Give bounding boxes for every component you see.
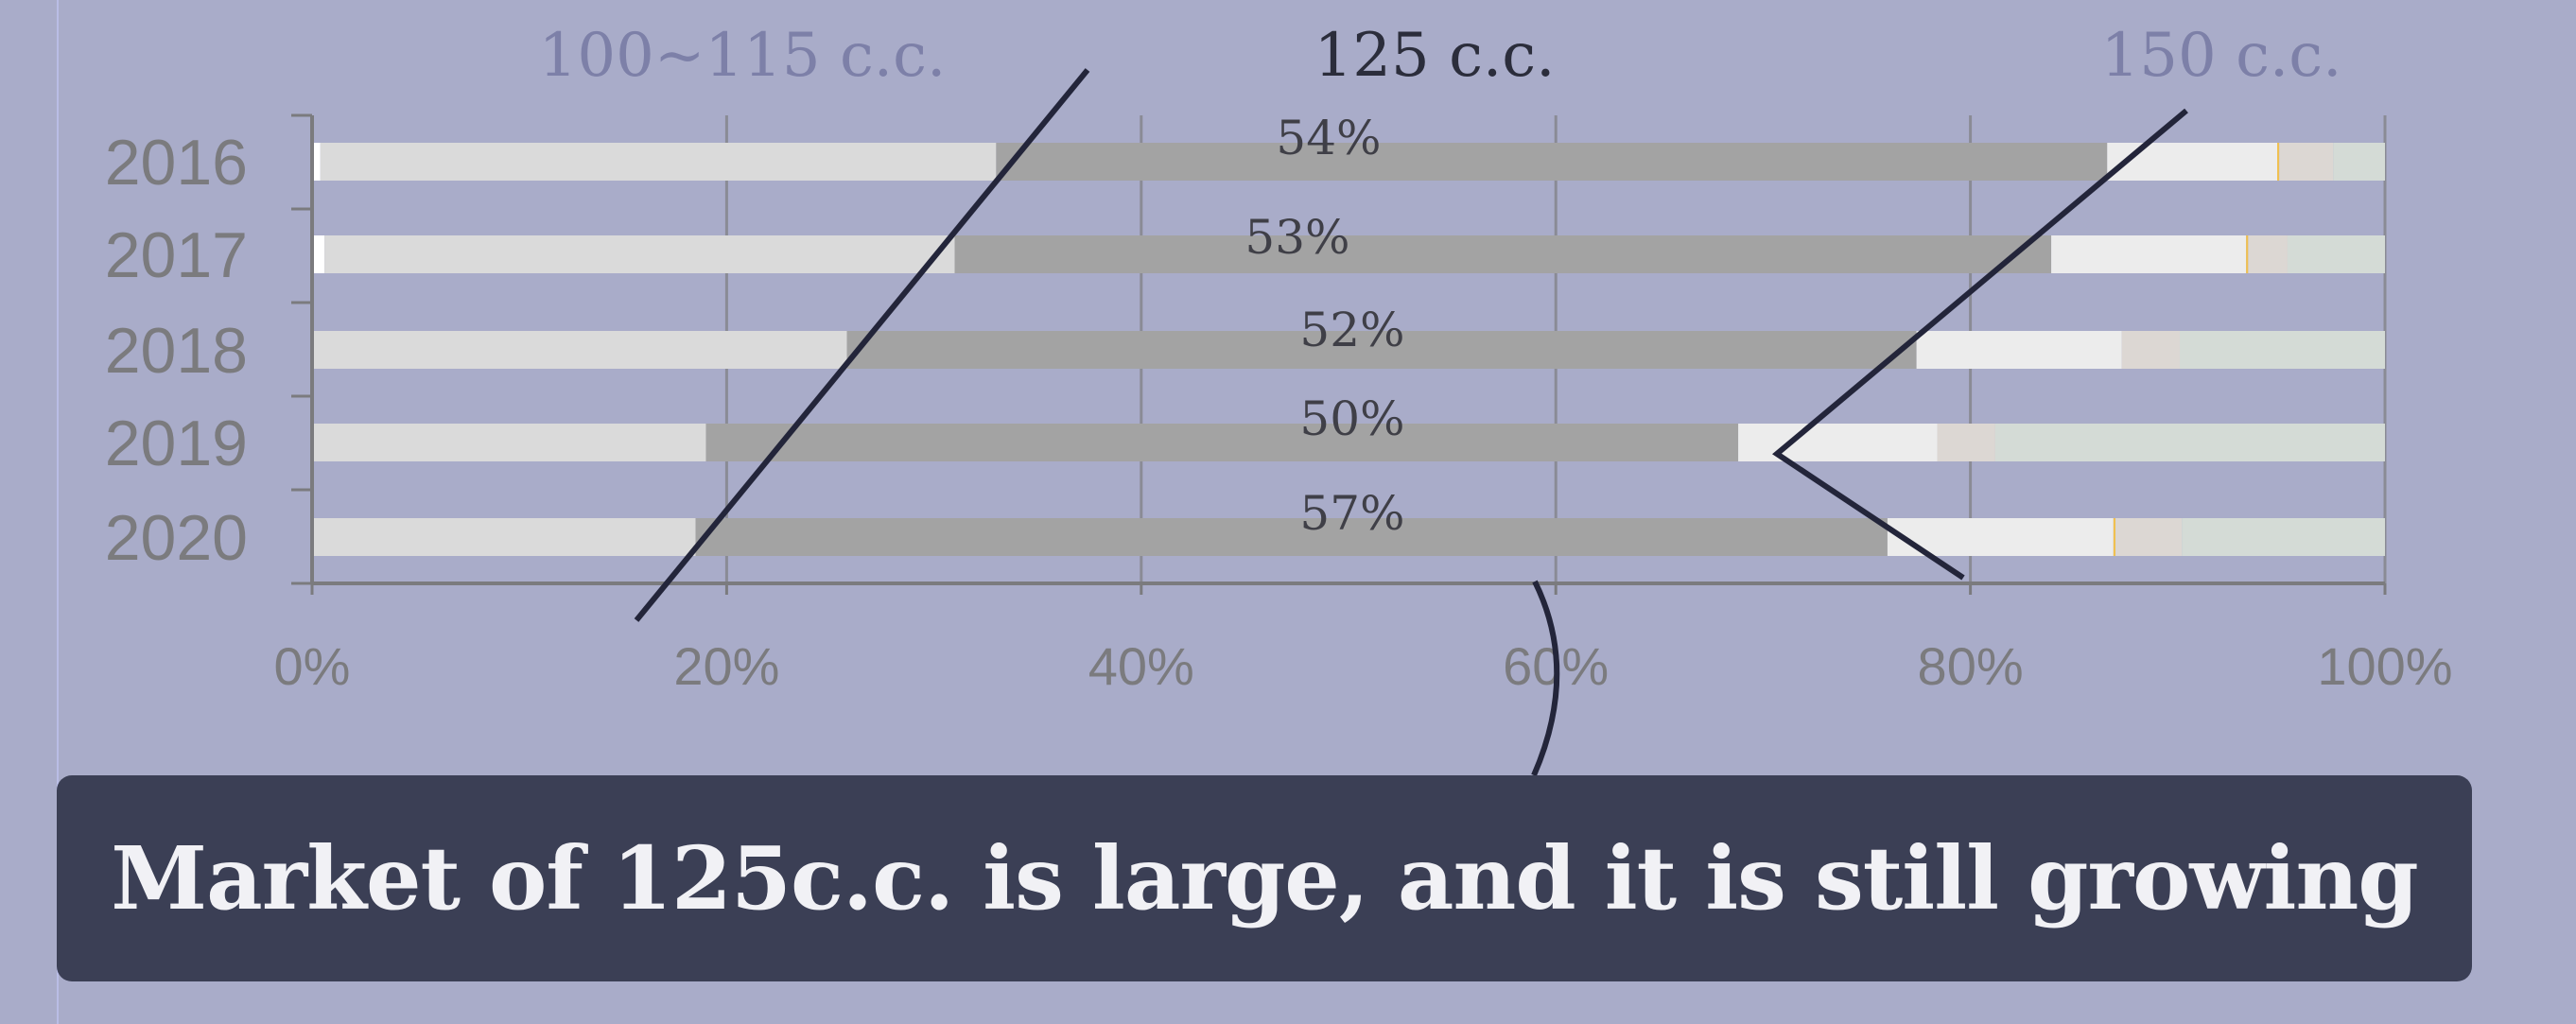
bars: 54% 53% 52% 50% 57% <box>312 111 2385 556</box>
divider-line-left <box>634 68 1090 622</box>
data-label-2016: 54% <box>1276 111 1381 165</box>
bar-segment-2016-2 <box>996 143 2108 181</box>
data-label-2019: 50% <box>1299 391 1404 446</box>
x-tick-label: 20% <box>673 636 779 696</box>
bar-segment-2020-6 <box>2182 518 2385 556</box>
group-label-125: 125 c.c. <box>1314 21 1556 91</box>
takeaway-banner: Market of 125c.c. is large, and it is st… <box>57 775 2472 981</box>
annotation-lines <box>634 68 2188 777</box>
x-tick-label: 100% <box>2317 636 2452 696</box>
y-tick-label-2018: 2018 <box>105 315 248 387</box>
bar-segment-2020-2 <box>695 518 1888 556</box>
bar-segment-2019-6 <box>1994 424 2385 461</box>
bar-segment-2018-5 <box>2121 331 2180 369</box>
group-label-150: 150 c.c. <box>2101 21 2342 91</box>
data-label-2017: 53% <box>1244 210 1349 265</box>
data-label-2020: 57% <box>1299 486 1404 541</box>
bar-segment-2017-0 <box>312 235 325 273</box>
bar-segment-2019-2 <box>705 424 1739 461</box>
bar-segment-2017-5 <box>2248 235 2288 273</box>
bar-segment-2020-1 <box>312 518 696 556</box>
bar-segment-2020-5 <box>2115 518 2183 556</box>
callout-connector <box>1531 580 1560 777</box>
bar-segment-2019-1 <box>312 424 706 461</box>
y-tick-label-2020: 2020 <box>105 502 248 574</box>
group-label-100-115: 100~115 c.c. <box>539 21 947 91</box>
data-label-2018: 52% <box>1299 303 1404 357</box>
bar-segment-2016-1 <box>320 143 997 181</box>
x-tick-label: 40% <box>1088 636 1194 696</box>
bar-segment-2016-5 <box>2279 143 2334 181</box>
x-tick-label: 80% <box>1918 636 2024 696</box>
bar-segment-2018-6 <box>2179 331 2385 369</box>
left-edge-line <box>57 0 59 1024</box>
bar-segment-2017-2 <box>954 235 2052 273</box>
bar-segment-2017-4 <box>2246 235 2249 273</box>
bar-segment-2016-6 <box>2333 143 2385 181</box>
y-tick-label-2017: 2017 <box>105 219 248 291</box>
y-tick-label-2019: 2019 <box>105 408 248 479</box>
bar-segment-2016-0 <box>312 143 321 181</box>
bar-segment-2019-3 <box>1738 424 1938 461</box>
x-tick-label: 0% <box>274 636 351 696</box>
banner-text: Market of 125c.c. is large, and it is st… <box>111 827 2418 929</box>
y-tick-label-2016: 2016 <box>105 127 248 199</box>
bar-segment-2019-5 <box>1937 424 1995 461</box>
bar-segment-2018-3 <box>1916 331 2122 369</box>
bar-segment-2016-4 <box>2277 143 2280 181</box>
bar-segment-2016-3 <box>2107 143 2278 181</box>
bar-segment-2017-1 <box>324 235 955 273</box>
bar-segment-2017-6 <box>2287 235 2385 273</box>
bar-segment-2017-3 <box>2051 235 2247 273</box>
bar-segment-2020-4 <box>2113 518 2116 556</box>
divider-line-right <box>1771 108 2188 581</box>
bar-segment-2018-1 <box>312 331 847 369</box>
bar-segment-2018-2 <box>846 331 1917 369</box>
